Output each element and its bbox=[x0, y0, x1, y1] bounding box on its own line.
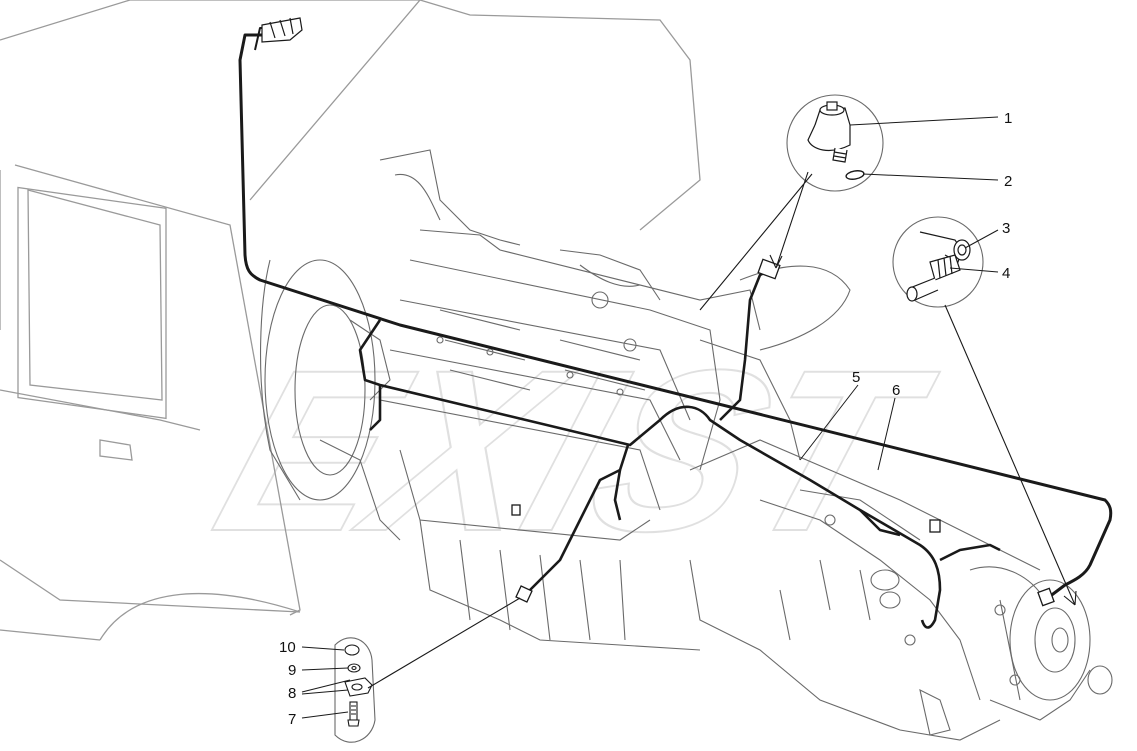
callout-leaders bbox=[301, 116, 999, 719]
detail-sensor-arrow bbox=[699, 171, 813, 311]
callout-3: 3 bbox=[1002, 220, 1010, 237]
connector-part-3 bbox=[919, 231, 971, 263]
svg-text:EXIST: EXIST bbox=[192, 322, 957, 579]
nut-part-10 bbox=[344, 644, 360, 656]
leader-10 bbox=[301, 646, 345, 651]
callout-1: 1 bbox=[1004, 110, 1012, 127]
callout-5: 5 bbox=[852, 369, 860, 386]
pressure-sensor-part-1 bbox=[807, 101, 851, 163]
callout-2: 2 bbox=[1004, 173, 1012, 190]
callout-6: 6 bbox=[892, 382, 900, 399]
callout-10: 10 bbox=[279, 639, 296, 656]
plug-part-4 bbox=[906, 254, 961, 302]
leader-5 bbox=[799, 384, 859, 461]
detail-fastener-leader bbox=[367, 597, 521, 689]
leader-3 bbox=[964, 229, 999, 249]
bracket-part-8 bbox=[344, 677, 373, 697]
harness-connectors bbox=[511, 258, 1055, 607]
leader-7 bbox=[301, 711, 349, 719]
watermark-logo: EXIST bbox=[191, 321, 958, 580]
callout-7: 7 bbox=[288, 711, 296, 728]
leader-4 bbox=[949, 267, 999, 273]
leader-8b bbox=[301, 689, 349, 695]
callout-8: 8 bbox=[288, 685, 296, 702]
leader-9 bbox=[301, 667, 349, 671]
harness-clip-top bbox=[261, 17, 303, 43]
callout-9: 9 bbox=[288, 662, 296, 679]
leader-2 bbox=[862, 173, 999, 181]
detail-connector-group bbox=[892, 216, 1077, 606]
bolt-part-7 bbox=[347, 701, 360, 727]
washer-part-9 bbox=[347, 663, 361, 673]
gearbox bbox=[689, 439, 1113, 741]
leader-1 bbox=[849, 116, 999, 126]
leader-6 bbox=[877, 397, 896, 471]
callout-4: 4 bbox=[1002, 265, 1010, 282]
detail-connector-arrow bbox=[944, 304, 1077, 606]
detail-fastener-group bbox=[334, 597, 521, 743]
seal-washer-part-2 bbox=[845, 170, 865, 180]
truck-cab bbox=[0, 0, 701, 641]
detail-sensor-group bbox=[699, 94, 884, 311]
leader-8a bbox=[301, 679, 351, 693]
callout-labels: 1 2 3 4 5 6 7 8 9 10 bbox=[279, 110, 1012, 728]
